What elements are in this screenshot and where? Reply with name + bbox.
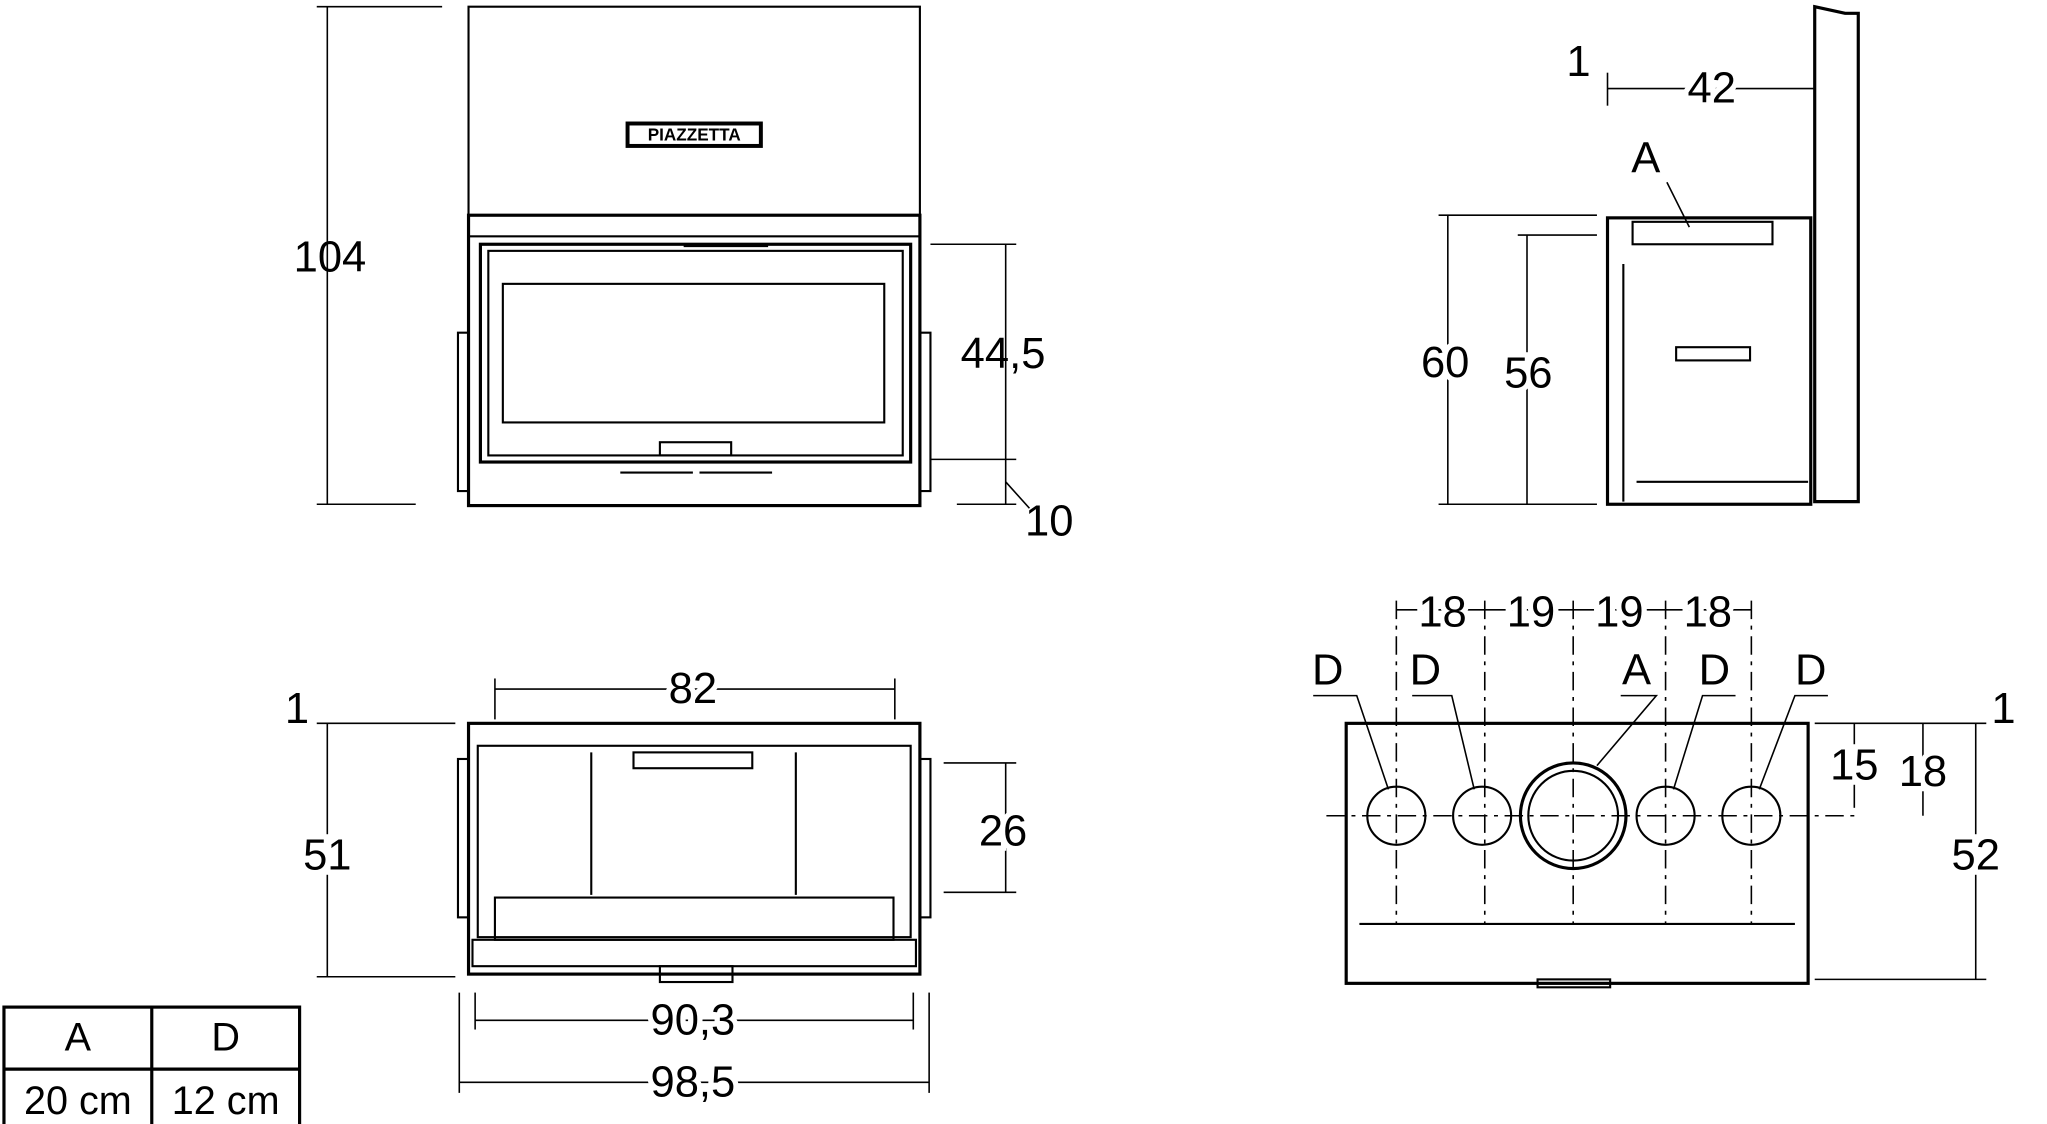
front-view: PIAZZETTA 104 44,5 10	[294, 5, 1073, 545]
dim-side-depth: 42	[1688, 65, 1736, 113]
dim-inner-width: 82	[669, 665, 717, 713]
legend-value-a: 20 cm	[24, 1079, 132, 1123]
legend-header-a: A	[65, 1015, 92, 1059]
top-view: 18 19 19 18 D D A D D 1 15 18 52	[1312, 583, 2016, 989]
dim-height-total: 60	[1421, 339, 1469, 387]
dim-side-offset: 1	[1566, 38, 1590, 86]
dim-spacing-4: 18	[1684, 588, 1732, 636]
legend-header-d: D	[211, 1015, 240, 1059]
legend-table: A D 20 cm 12 cm	[2, 1005, 302, 1124]
outlet-label: D	[1312, 647, 1343, 695]
dim-top-offset: 1	[1991, 685, 2015, 733]
outlet-label: A	[1622, 647, 1651, 695]
dim-top-depth: 52	[1952, 831, 2000, 879]
dim-base: 10	[1025, 497, 1073, 545]
dim-height-inner: 56	[1504, 350, 1552, 398]
dim-spacing-2: 19	[1507, 588, 1555, 636]
dim-plan-depth: 51	[303, 831, 351, 879]
dim-width-mid: 90,3	[651, 996, 736, 1044]
flue-label: A	[1631, 134, 1660, 182]
brand-logo: PIAZZETTA	[625, 121, 763, 148]
dim-side-depth-26: 26	[979, 808, 1027, 856]
dim-width-total: 98,5	[651, 1058, 736, 1106]
outlet-label: D	[1410, 647, 1441, 695]
dim-spacing-3: 19	[1595, 588, 1643, 636]
outlet-d-2	[1452, 785, 1513, 846]
dim-dist-15: 15	[1830, 742, 1878, 790]
dim-dist-18: 18	[1899, 748, 1947, 796]
dim-plan-offset: 1	[285, 685, 309, 733]
legend-value-d: 12 cm	[172, 1079, 280, 1123]
outlet-label: D	[1795, 647, 1826, 695]
dim-spacing-1: 18	[1418, 588, 1466, 636]
dim-door-height: 44,5	[961, 330, 1046, 378]
side-view: 1 42 A 60 56	[1416, 4, 1860, 506]
logo-text: PIAZZETTA	[648, 125, 741, 145]
plan-view: 82 1 51 26 90,3 98,5	[285, 660, 1033, 1112]
dim-height: 104	[294, 233, 367, 281]
outlet-label: D	[1699, 647, 1730, 695]
